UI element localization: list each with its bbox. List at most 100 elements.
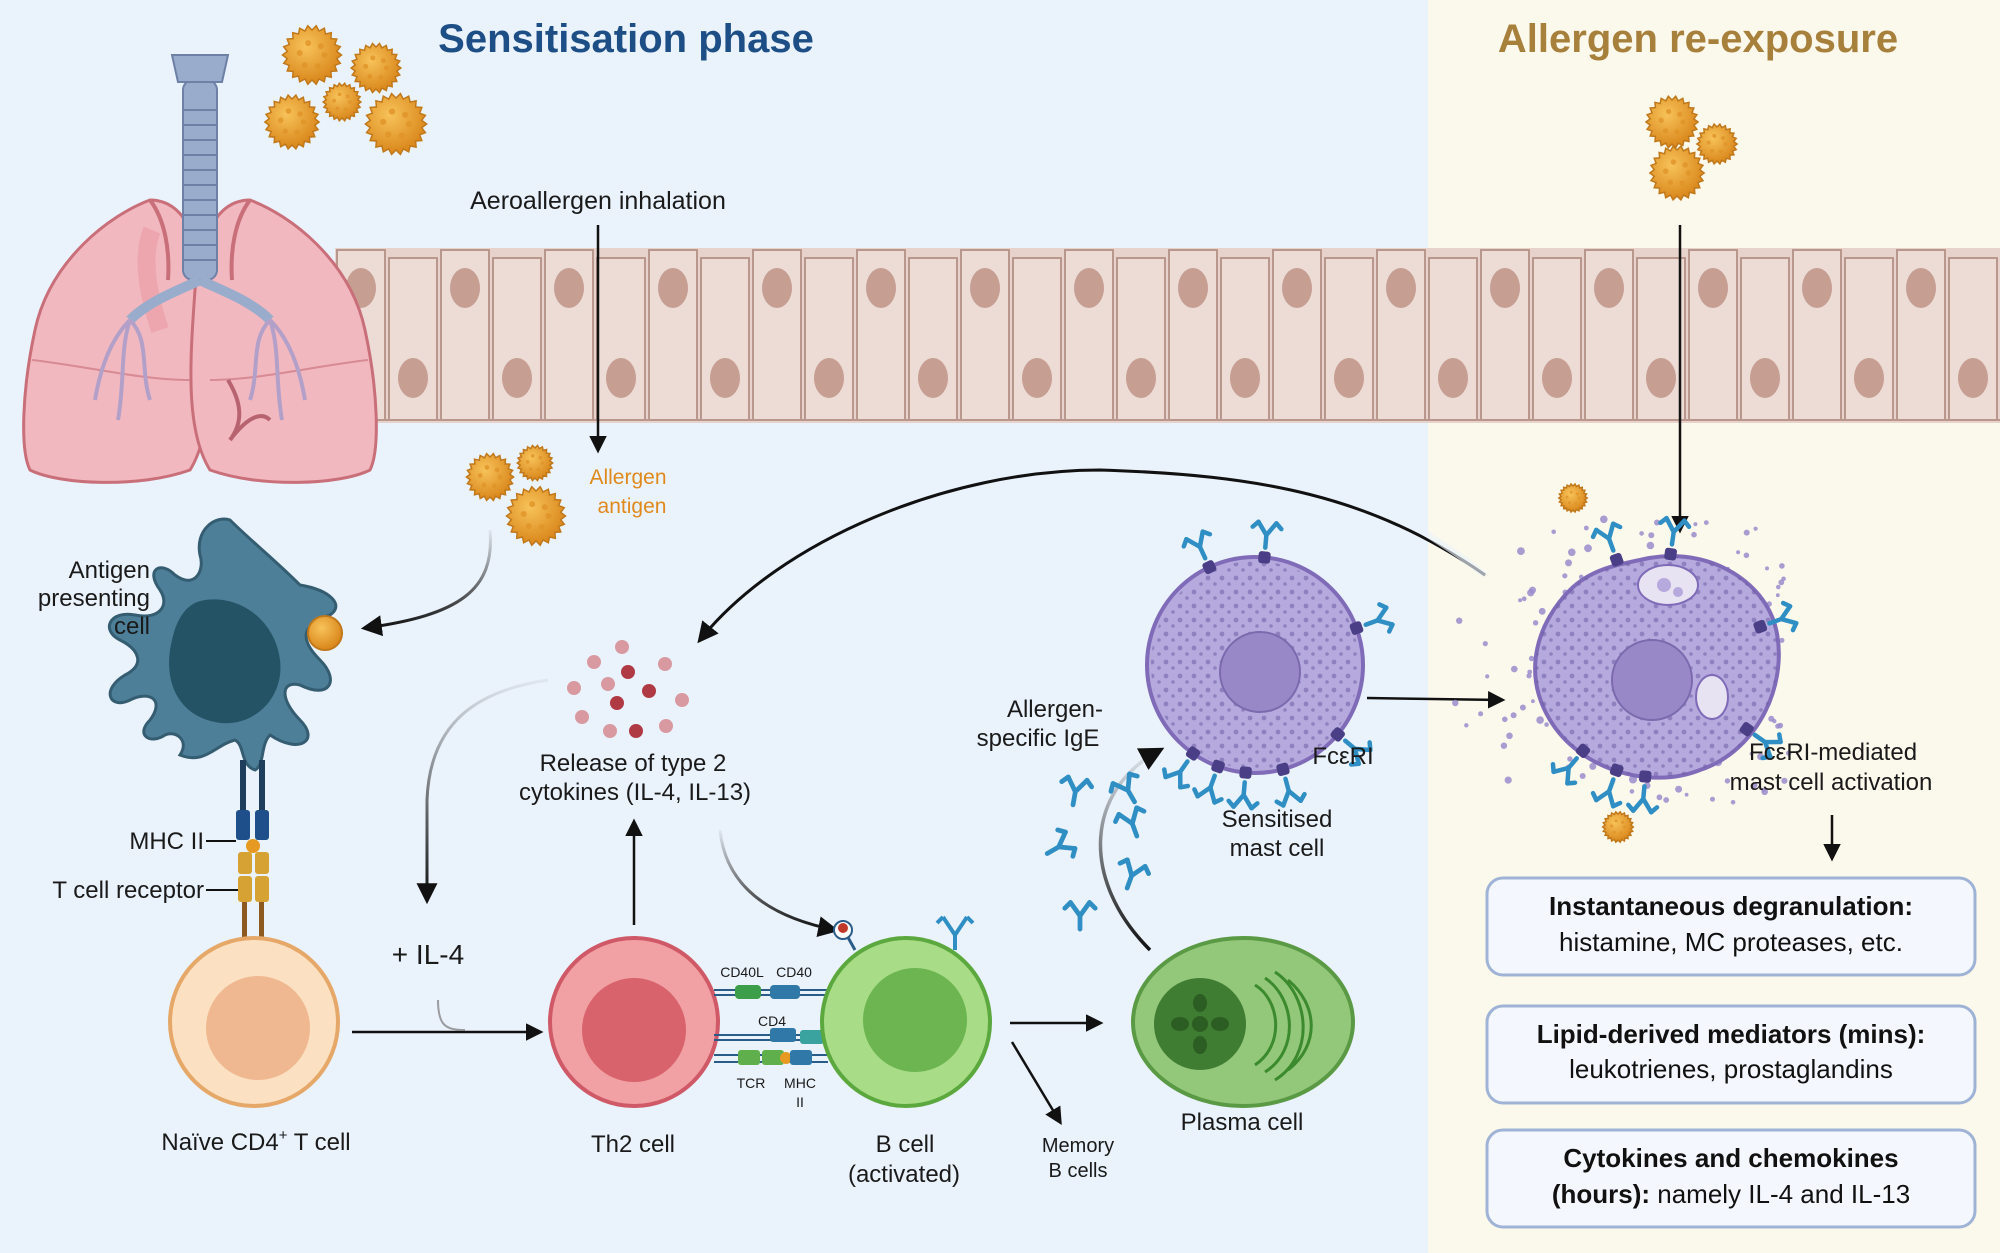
granule-dot bbox=[1452, 699, 1459, 707]
ige-label-1: Allergen- bbox=[1007, 696, 1103, 723]
captured-pollen-icon bbox=[307, 615, 343, 651]
granule-dot bbox=[1724, 778, 1731, 784]
trachea-rings bbox=[183, 109, 217, 261]
il4-label: + IL-4 bbox=[392, 939, 464, 970]
outcome-2-bold: Lipid-derived mediators (mins): bbox=[1537, 1019, 1926, 1049]
epithelial-cell bbox=[1272, 249, 1322, 421]
fceri-receptor bbox=[1226, 766, 1260, 811]
pollen-icon bbox=[1601, 810, 1635, 844]
granule-dot bbox=[1510, 712, 1517, 719]
sensitised-mast-cell bbox=[1145, 555, 1365, 775]
granule-dot bbox=[1743, 529, 1750, 536]
granule-dot bbox=[1506, 732, 1513, 740]
tcr-label: T cell receptor bbox=[52, 877, 204, 904]
granule-dot bbox=[1589, 762, 1597, 770]
memory-label-2: B cells bbox=[1049, 1160, 1108, 1182]
cytokine-dot bbox=[642, 684, 656, 698]
granule-dot bbox=[1521, 596, 1527, 602]
epithelial-cell bbox=[1324, 257, 1374, 421]
granule-dot bbox=[1765, 566, 1769, 571]
sensitisation-title: Sensitisation phase bbox=[438, 17, 814, 61]
pollen-icon bbox=[1644, 95, 1700, 149]
fceri-receptor bbox=[1192, 759, 1225, 805]
granule-dot bbox=[1536, 716, 1544, 724]
granule-dot bbox=[1736, 550, 1741, 555]
ige-antibody-icon bbox=[1274, 776, 1307, 808]
ige-antibody-icon bbox=[1062, 900, 1098, 932]
outcome-3-line-2: (hours): namely IL-4 and IL-13 bbox=[1552, 1179, 1910, 1209]
ige-antibody-icon bbox=[1044, 827, 1078, 859]
epithelial-cell bbox=[1480, 249, 1530, 421]
granule-dot bbox=[1781, 777, 1788, 784]
epithelial-cell bbox=[804, 257, 854, 421]
granule-dot bbox=[1500, 742, 1508, 749]
granule-dot bbox=[1639, 531, 1644, 536]
ige-antibody-icon bbox=[1117, 857, 1151, 891]
pollen-icon bbox=[1695, 122, 1739, 166]
pollen-icon bbox=[1648, 144, 1706, 202]
immune-synapse bbox=[714, 985, 828, 1065]
fceri-receptor bbox=[1274, 762, 1307, 808]
plasma-to-mast-arrow bbox=[1098, 747, 1165, 952]
outcome-3-bold-1: Cytokines and chemokines bbox=[1563, 1143, 1898, 1173]
epithelial-cell bbox=[1064, 249, 1114, 421]
ige-antibody-icon bbox=[1250, 519, 1284, 550]
granule-dot bbox=[1531, 699, 1535, 704]
epithelial-cell bbox=[1168, 249, 1218, 421]
ige-antibody-icon bbox=[1192, 773, 1224, 805]
pollen-icon bbox=[349, 42, 403, 94]
granule-dot bbox=[1646, 541, 1655, 550]
ige-antibody-icon bbox=[1226, 780, 1260, 811]
b-cell-label-1: B cell bbox=[876, 1131, 935, 1158]
granule-dot bbox=[1583, 525, 1589, 531]
epithelial-cell bbox=[1220, 257, 1270, 421]
sensitised-label-1: Sensitised bbox=[1222, 806, 1333, 833]
release-label-1: Release of type 2 bbox=[540, 750, 727, 777]
fceri-receptor bbox=[1181, 529, 1217, 575]
epithelial-cell bbox=[1792, 249, 1842, 421]
cytokine-dot bbox=[587, 655, 601, 669]
plasma-label: Plasma cell bbox=[1181, 1109, 1304, 1136]
granule-dot bbox=[1538, 607, 1546, 615]
il4-join-line bbox=[437, 999, 466, 1031]
ige-antibody-icon bbox=[1658, 515, 1692, 547]
pollen-icon bbox=[465, 452, 515, 502]
ige-antibody-icon bbox=[1767, 600, 1799, 633]
granule-dot bbox=[1772, 718, 1777, 724]
granule-dot bbox=[1648, 532, 1655, 539]
outcome-box-degranulation: Instantaneous degranulation: histamine, … bbox=[1485, 876, 1977, 977]
fceri-receptor bbox=[1753, 600, 1799, 634]
granule-dot bbox=[1779, 563, 1785, 569]
outcome-1-bold: Instantaneous degranulation: bbox=[1549, 891, 1913, 921]
epithelial-cell bbox=[1740, 257, 1790, 421]
fceri-receptor bbox=[1658, 515, 1692, 561]
ige-antibody-icon bbox=[1181, 529, 1213, 561]
granule-dot bbox=[1504, 776, 1512, 784]
granule-dot bbox=[1478, 711, 1484, 717]
fceri-receptor bbox=[1590, 763, 1624, 809]
epithelial-cell bbox=[1428, 257, 1478, 421]
allergen-antigen-label-2: antigen bbox=[598, 495, 667, 518]
epithelial-cell bbox=[596, 257, 646, 421]
granule-dot bbox=[1528, 655, 1535, 662]
outcome-box-lipid-mediators: Lipid-derived mediators (mins): leukotri… bbox=[1485, 1004, 1977, 1105]
epithelial-cell bbox=[1532, 257, 1582, 421]
antigen-presenting-cell bbox=[107, 517, 343, 942]
ige-antibody-icon bbox=[1162, 759, 1191, 790]
pollen-grains bbox=[263, 24, 1739, 844]
mhc-label: MHC II bbox=[129, 828, 204, 855]
granule-dot bbox=[1743, 552, 1750, 559]
granule-dot bbox=[1775, 593, 1780, 598]
granule-dot bbox=[1779, 637, 1785, 643]
nucleus-chromatin bbox=[1171, 994, 1229, 1054]
granule-dot bbox=[1485, 674, 1490, 679]
activated-mast-cell bbox=[1533, 554, 1781, 780]
granule-dot bbox=[1654, 519, 1660, 526]
epithelial-cell bbox=[1688, 249, 1738, 421]
th2-label: Th2 cell bbox=[591, 1131, 675, 1158]
naive-t-cell bbox=[168, 936, 340, 1108]
granule-dot bbox=[1584, 544, 1592, 553]
epithelial-cell bbox=[908, 257, 958, 421]
